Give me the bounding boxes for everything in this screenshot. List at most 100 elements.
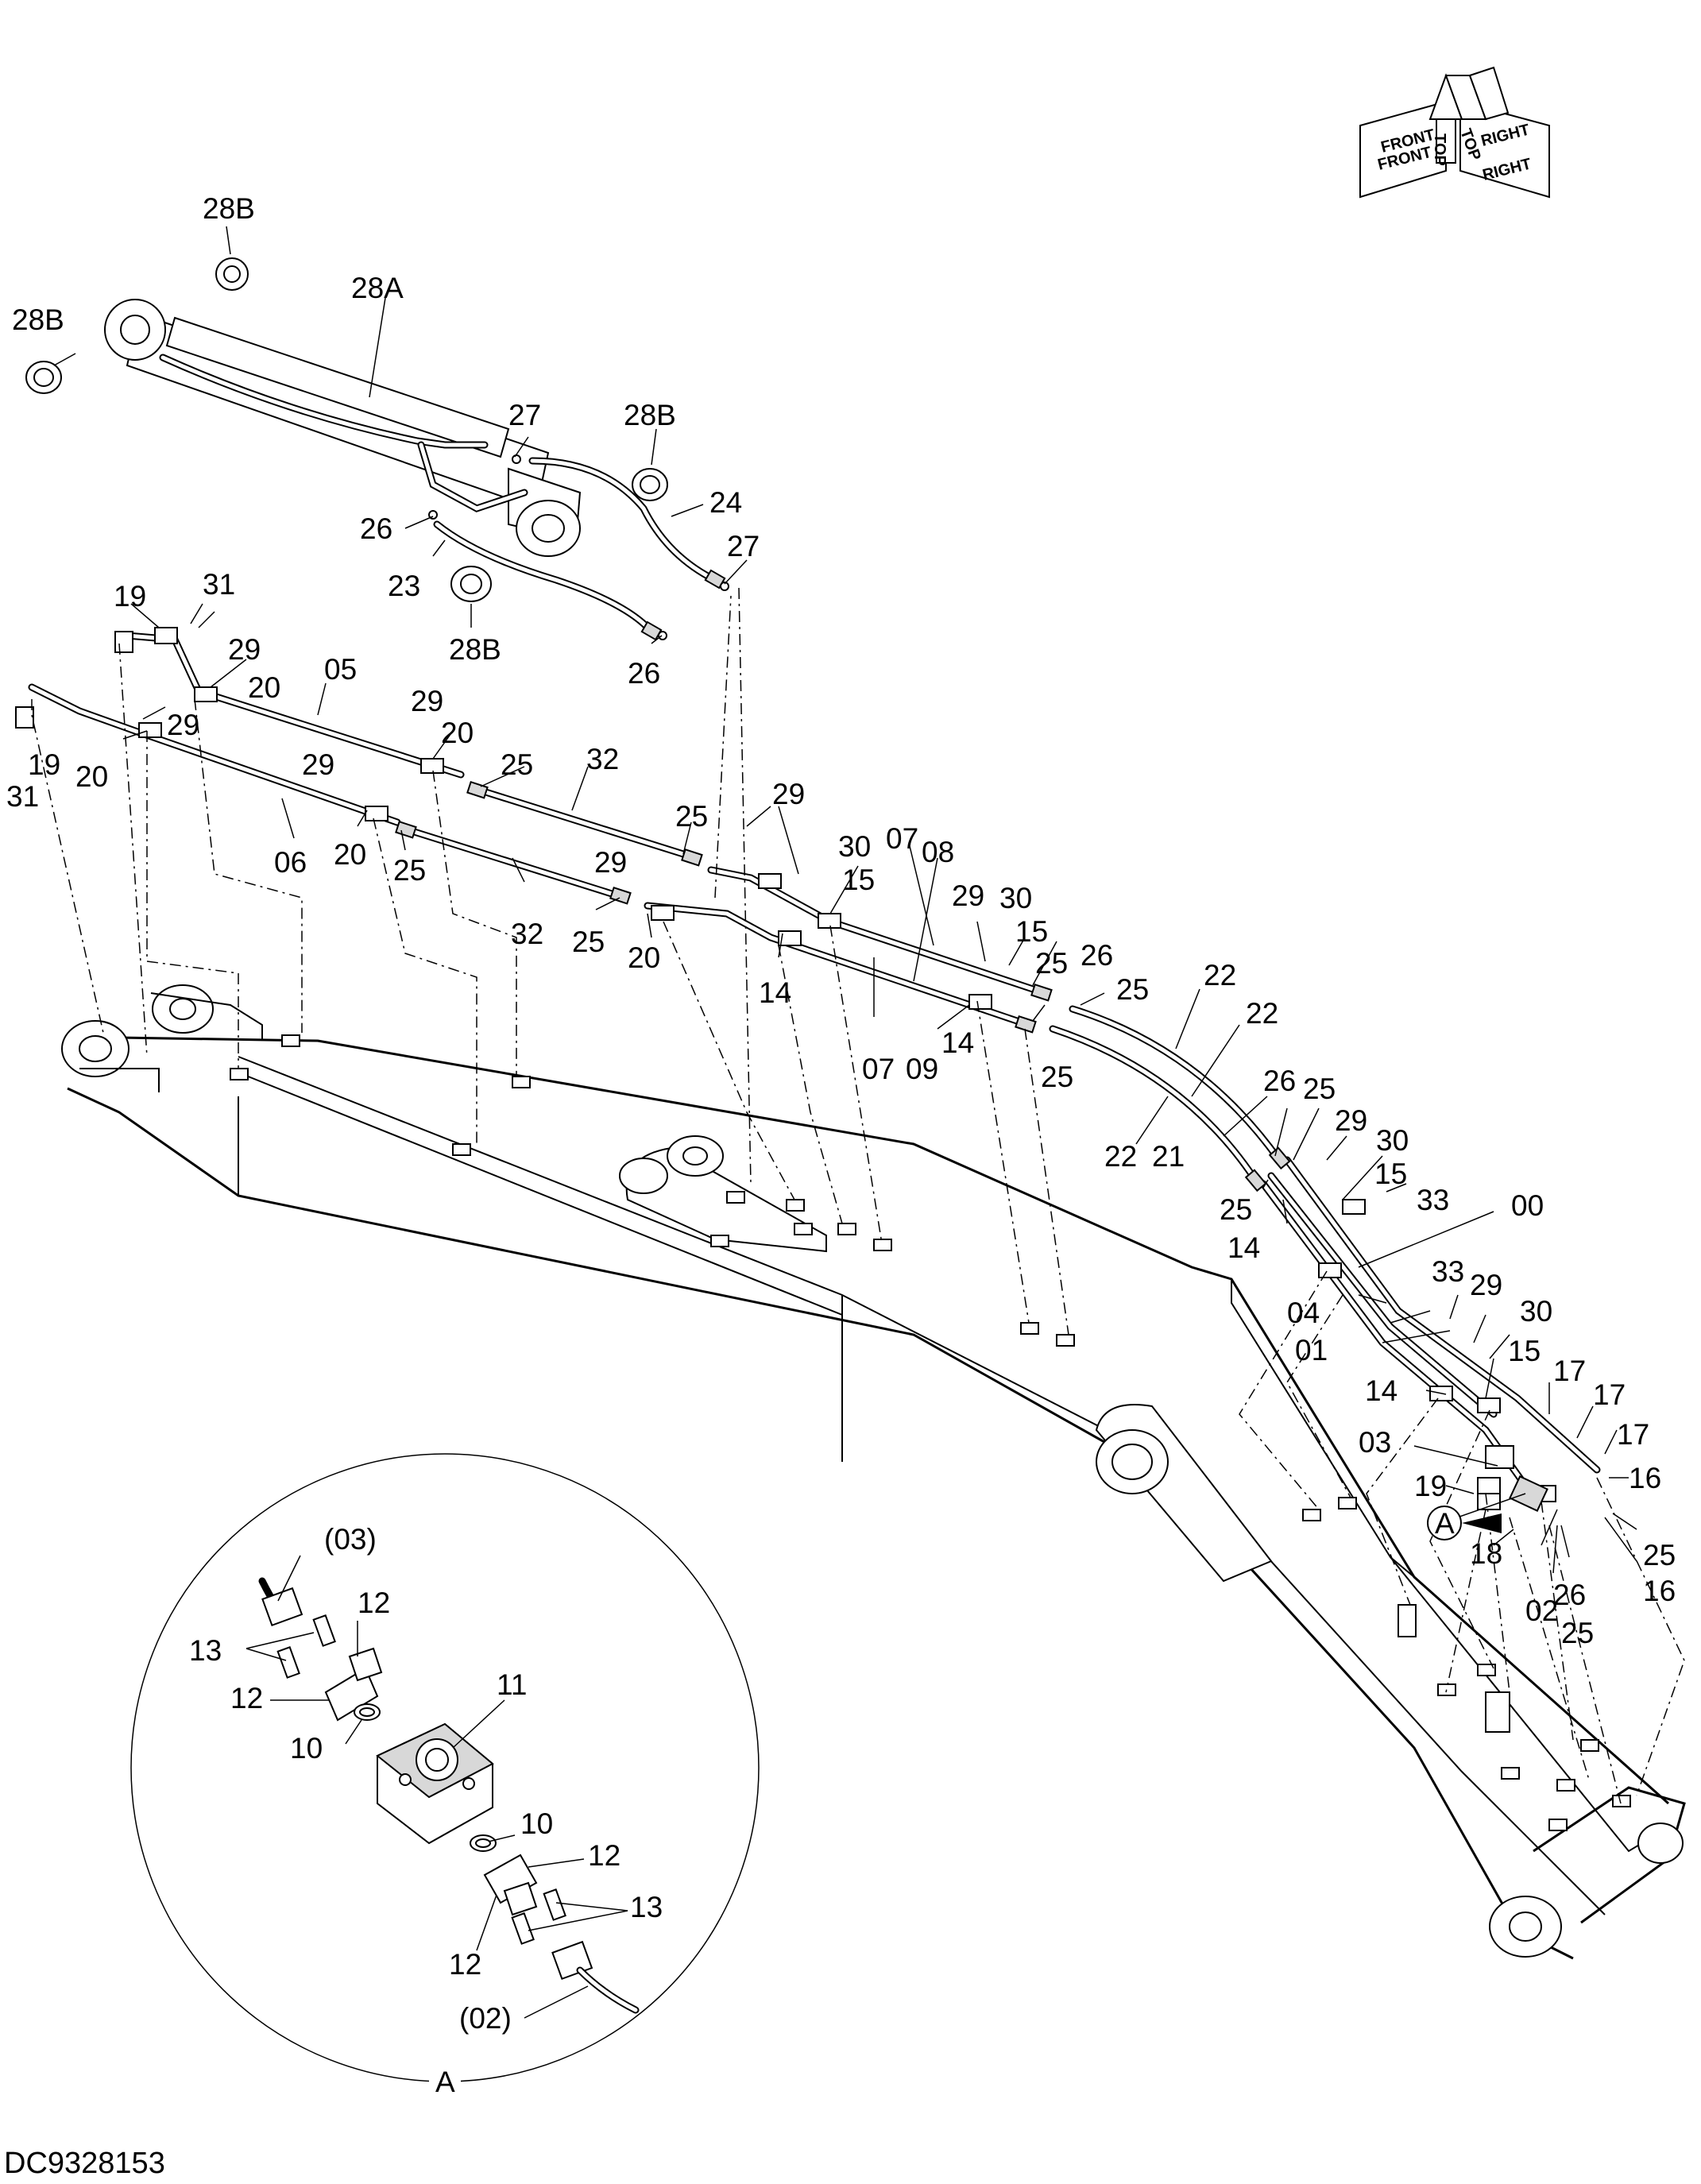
label-26: 26 — [1263, 1065, 1296, 1097]
detail-label-12: 12 — [449, 1948, 481, 1981]
label-25: 25 — [1035, 947, 1068, 980]
label-28b: 28B — [12, 303, 64, 336]
label-25: 25 — [501, 748, 533, 781]
label-25: 25 — [572, 926, 605, 958]
label-18: 18 — [1470, 1537, 1502, 1570]
detail-a-title: A — [435, 2066, 455, 2098]
detail-label-12: 12 — [358, 1587, 390, 1619]
label-32: 32 — [511, 918, 543, 950]
label-25: 25 — [1220, 1193, 1252, 1226]
label-29: 29 — [1470, 1269, 1502, 1301]
label-21: 21 — [1152, 1140, 1185, 1173]
detail-a-view — [130, 1453, 760, 2082]
label-15: 15 — [1508, 1335, 1541, 1367]
label-16: 16 — [1643, 1575, 1676, 1607]
pipe-assemblies — [15, 627, 1601, 1512]
detail-a-gap — [429, 2064, 461, 2096]
detail-label-12: 12 — [588, 1839, 620, 1872]
detail-label-10: 10 — [520, 1807, 553, 1840]
label-15: 15 — [842, 864, 875, 896]
detail-label-02: (02) — [459, 2002, 512, 2035]
label-20: 20 — [75, 760, 108, 793]
label-22: 22 — [1246, 997, 1278, 1030]
label-01: 01 — [1295, 1334, 1328, 1366]
label-26: 26 — [1553, 1579, 1586, 1611]
label-26: 26 — [628, 657, 660, 690]
label-04: 04 — [1287, 1297, 1320, 1329]
assembly-lines — [31, 587, 1685, 1804]
label-24: 24 — [709, 486, 742, 519]
label-22: 22 — [1104, 1140, 1137, 1173]
detail-label-12: 12 — [230, 1682, 263, 1714]
label-25: 25 — [393, 854, 426, 887]
detail-label-13: 13 — [630, 1891, 663, 1923]
label-16: 16 — [1629, 1462, 1661, 1494]
label-02: 02 — [1525, 1595, 1558, 1627]
label-29: 29 — [1335, 1104, 1367, 1137]
label-08: 08 — [922, 836, 954, 868]
label-25: 25 — [1116, 973, 1149, 1006]
label-14: 14 — [1227, 1231, 1260, 1264]
label-17: 17 — [1553, 1355, 1586, 1387]
label-28b: 28B — [624, 399, 676, 431]
bushing-28b-bottom — [450, 566, 492, 602]
label-03: 03 — [1359, 1426, 1391, 1459]
bushing-28b-right — [632, 468, 668, 501]
label-23: 23 — [388, 570, 420, 602]
label-29: 29 — [167, 709, 199, 741]
label-31: 31 — [203, 568, 235, 601]
label-14: 14 — [1365, 1374, 1398, 1407]
label-20: 20 — [441, 717, 474, 749]
label-25: 25 — [675, 800, 708, 833]
label-19: 19 — [114, 580, 146, 613]
label-25: 25 — [1561, 1617, 1594, 1649]
label-09: 09 — [906, 1053, 938, 1085]
labels: 28B 28A 28B 27 28B 24 26 23 27 28B 26 19… — [4, 192, 1676, 2180]
detail-label-10: 10 — [290, 1732, 323, 1765]
label-28b: 28B — [203, 192, 255, 225]
label-29: 29 — [228, 633, 261, 666]
boom-structure — [61, 984, 1686, 1960]
label-20: 20 — [248, 671, 280, 704]
label-25: 25 — [1643, 1539, 1676, 1571]
label-06: 06 — [274, 846, 307, 879]
leader-lines — [53, 226, 1637, 2019]
label-17: 17 — [1593, 1378, 1626, 1411]
label-07: 07 — [862, 1053, 895, 1085]
label-07: 07 — [886, 822, 918, 855]
detail-label-11: 11 — [497, 1668, 527, 1701]
label-27: 27 — [727, 530, 760, 562]
detail-a-marker-label: A — [1435, 1507, 1455, 1540]
label-30: 30 — [1520, 1295, 1552, 1328]
label-15: 15 — [1374, 1158, 1407, 1190]
detail-label-13: 13 — [189, 1634, 222, 1667]
boom-cylinder — [25, 257, 729, 641]
label-25: 25 — [1303, 1073, 1336, 1105]
label-22: 22 — [1204, 959, 1236, 991]
label-25: 25 — [1041, 1061, 1073, 1093]
detail-a-marker-circle — [1427, 1506, 1462, 1540]
label-32: 32 — [586, 743, 619, 775]
label-33: 33 — [1417, 1184, 1449, 1216]
label-20: 20 — [334, 838, 366, 871]
label-29: 29 — [411, 685, 443, 717]
label-19: 19 — [28, 748, 60, 781]
label-29: 29 — [952, 879, 984, 912]
bushing-28b-top — [215, 257, 249, 291]
label-14: 14 — [941, 1026, 974, 1059]
label-27: 27 — [508, 399, 541, 431]
label-29: 29 — [594, 846, 627, 879]
label-15: 15 — [1015, 915, 1048, 948]
orientation-top-left: TOP — [1431, 133, 1448, 166]
label-28b: 28B — [449, 633, 501, 666]
label-30: 30 — [999, 882, 1032, 914]
label-26: 26 — [1081, 939, 1113, 972]
label-19: 19 — [1414, 1470, 1447, 1502]
drawing-id: DC9328153 — [4, 2147, 165, 2180]
label-29: 29 — [772, 778, 805, 810]
label-26: 26 — [360, 512, 392, 545]
label-20: 20 — [628, 941, 660, 974]
label-30: 30 — [838, 830, 871, 863]
